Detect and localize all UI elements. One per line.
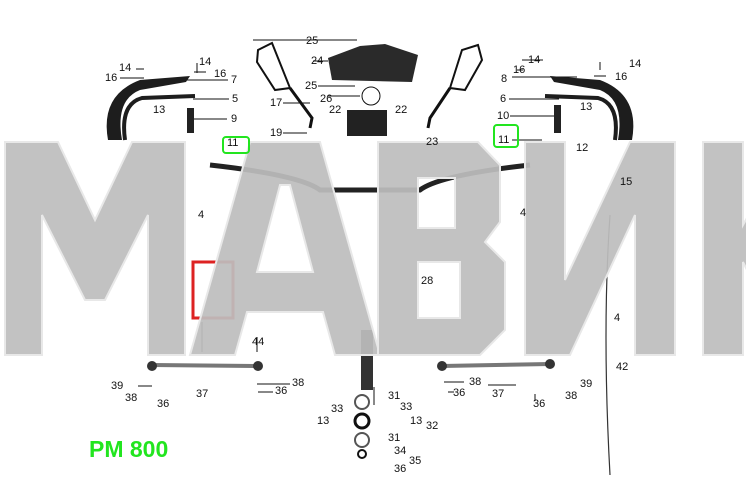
part-label: 8 — [501, 73, 508, 85]
part-label: 32 — [426, 420, 439, 432]
part-label: 4 — [614, 312, 621, 324]
part-label: 37 — [196, 388, 209, 400]
part-label: 17 — [270, 97, 283, 109]
part-label: 12 — [576, 142, 589, 154]
part-label: 11 — [498, 134, 510, 146]
part-label: 22 — [329, 104, 342, 116]
part-label: 13 — [317, 415, 330, 427]
part-label: 4 — [520, 207, 527, 219]
part-label: 14 — [528, 54, 541, 66]
part-label: 16 — [105, 72, 118, 84]
part-label: 37 — [492, 388, 505, 400]
part-label: 39 — [580, 378, 593, 390]
part-label: 36 — [453, 387, 466, 399]
highlight-box-right — [493, 124, 519, 148]
part-label: 11 — [227, 137, 239, 149]
part-label: 19 — [270, 127, 283, 139]
part-label: 24 — [311, 55, 324, 67]
part-label: 36 — [394, 463, 407, 475]
part-label: 15 — [620, 176, 633, 188]
part-label: 33 — [331, 403, 344, 415]
watermark-letter-v — [377, 141, 506, 356]
part-label: 22 — [395, 104, 408, 116]
part-label: 33 — [400, 401, 413, 413]
part-label: 35 — [409, 455, 422, 467]
part-label: 14 — [199, 56, 212, 68]
watermark-letter-i — [524, 141, 676, 356]
part-label: 36 — [533, 398, 546, 410]
part-label: 14 — [119, 62, 132, 74]
part-label: 16 — [513, 64, 526, 76]
part-label: 34 — [394, 445, 407, 457]
part-label: 25 — [306, 35, 319, 47]
part-label: 26 — [320, 93, 333, 105]
watermark-letter-m — [4, 141, 186, 356]
part-label: 38 — [292, 377, 305, 389]
part-label: 10 — [497, 110, 510, 122]
part-label: 36 — [275, 385, 288, 397]
part-label: 13 — [580, 101, 593, 113]
part-label: 23 — [426, 136, 439, 148]
part-label: 38 — [469, 376, 482, 388]
part-label: 28 — [421, 275, 434, 287]
part-label: 31 — [388, 432, 401, 444]
part-label: 38 — [565, 390, 578, 402]
part-label: 36 — [157, 398, 170, 410]
highlight-box-left — [222, 136, 250, 154]
part-label: 39 — [111, 380, 124, 392]
watermark-letter-a — [188, 141, 382, 356]
part-label: 7 — [231, 74, 238, 86]
part-label: 9 — [231, 113, 238, 125]
part-label: 14 — [629, 58, 642, 70]
part-label: 6 — [500, 93, 507, 105]
part-label: 13 — [153, 104, 166, 116]
part-label: 42 — [616, 361, 629, 373]
watermark-letter-k — [702, 141, 746, 356]
part-label: 25 — [305, 80, 318, 92]
part-label: 13 — [410, 415, 423, 427]
part-label: 38 — [125, 392, 138, 404]
part-label: 16 — [214, 68, 227, 80]
part-label: 44 — [252, 336, 265, 348]
part-label: 31 — [388, 390, 401, 402]
part-label: 4 — [198, 209, 205, 221]
model-label: PM 800 — [89, 436, 169, 462]
part-label: 5 — [232, 93, 239, 105]
part-label: 16 — [615, 71, 628, 83]
